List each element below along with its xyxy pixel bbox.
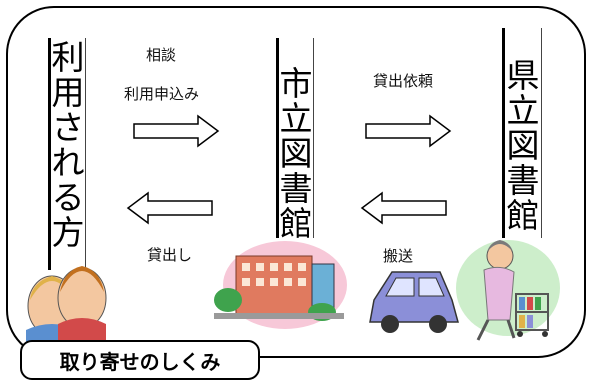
diagram-title: 取り寄せのしくみ bbox=[59, 349, 221, 374]
car-illustration bbox=[369, 271, 459, 333]
building-illustration bbox=[214, 241, 347, 329]
node-char: 市 bbox=[279, 64, 313, 103]
node-char: る bbox=[51, 178, 85, 217]
node-city-library: 市立図書館 bbox=[276, 38, 314, 243]
node-char: 県 bbox=[506, 56, 540, 95]
node-char: 館 bbox=[506, 196, 540, 235]
label-transport: 搬送 bbox=[383, 247, 414, 265]
arrow-city-to-user bbox=[126, 191, 213, 225]
node-char: 立 bbox=[279, 99, 313, 138]
node-char: 立 bbox=[506, 91, 540, 130]
diagram-frame bbox=[6, 6, 586, 358]
label-apply: 利用申込み bbox=[124, 85, 200, 103]
label-lend: 貸出し bbox=[147, 246, 193, 264]
arrow-user-to-city bbox=[133, 114, 220, 148]
arrow-pref-to-city bbox=[360, 191, 447, 225]
node-char: れ bbox=[51, 143, 85, 182]
node-char: 利 bbox=[51, 38, 85, 77]
node-user: 利用される方 bbox=[48, 38, 86, 270]
people-illustration bbox=[26, 266, 107, 345]
node-char: 書 bbox=[506, 161, 540, 200]
label-request: 貸出依頼 bbox=[373, 72, 434, 90]
node-char: 用 bbox=[51, 73, 85, 112]
node-char: 方 bbox=[51, 213, 85, 252]
node-char: さ bbox=[51, 108, 85, 147]
node-char: 図 bbox=[506, 126, 540, 165]
node-char: 図 bbox=[279, 134, 313, 173]
arrow-city-to-pref bbox=[365, 114, 452, 148]
node-prefectural-library: 県立図書館 bbox=[502, 28, 542, 238]
label-consult: 相談 bbox=[146, 46, 177, 64]
title-box: 取り寄せのしくみ bbox=[20, 340, 260, 380]
librarian-illustration bbox=[456, 240, 560, 341]
node-char: 書 bbox=[279, 169, 313, 208]
node-char: 館 bbox=[279, 204, 313, 243]
